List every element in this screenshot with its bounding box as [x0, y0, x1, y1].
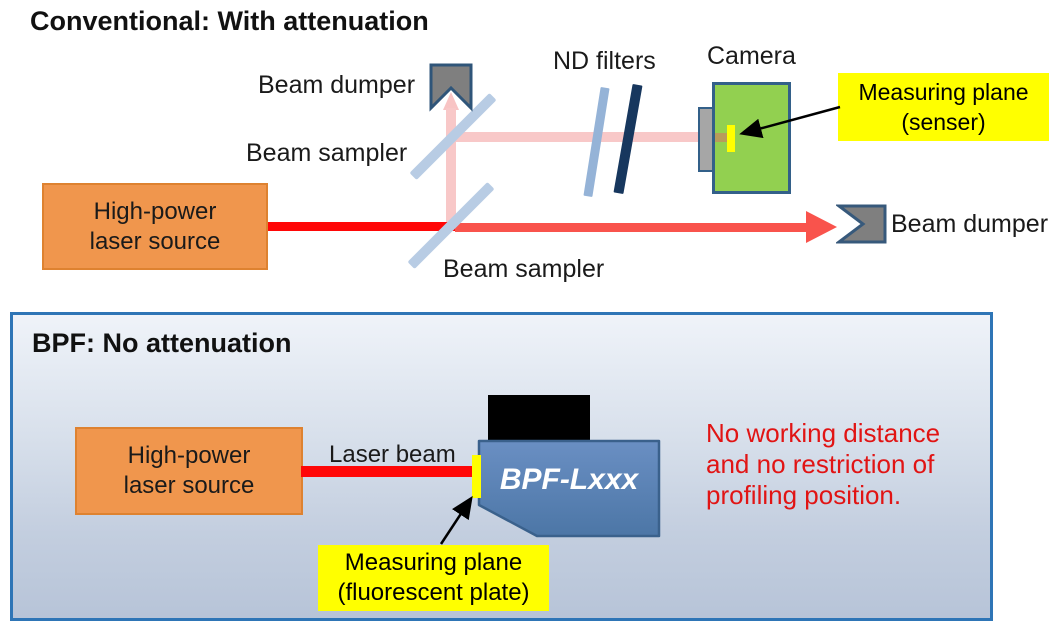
- beam-sampler-bottom-label: Beam sampler: [443, 255, 605, 283]
- bpf-title: BPF: No attenuation: [32, 328, 292, 358]
- beam-dumper-top-label: Beam dumper: [258, 71, 416, 99]
- laser-beam-arrowhead: [806, 211, 837, 243]
- laser-source-label: High-power laser source: [89, 197, 221, 255]
- sampled-beam-up-tip: [443, 92, 459, 110]
- beam-sampler-top-label: Beam sampler: [246, 139, 408, 167]
- bpf-device-label: BPF-Lxxx: [499, 463, 639, 496]
- bpf-laser-beam: [301, 466, 473, 477]
- fluorescent-plate: [472, 455, 481, 498]
- sampled-beam-horizontal: [451, 132, 713, 142]
- sensor-annotation-arrow: [739, 105, 841, 139]
- nd-filter-light-icon: [583, 86, 610, 198]
- nd-filters-label: ND filters: [553, 47, 656, 75]
- conventional-title: Conventional: With attenuation: [30, 6, 429, 36]
- bpf-device-top: [488, 395, 590, 443]
- sensor-bar: [727, 125, 735, 152]
- beam-inside-camera: [715, 133, 728, 142]
- bpf-note: No working distance and no restriction o…: [706, 418, 941, 510]
- camera-label: Camera: [707, 42, 796, 70]
- sampled-beam-vertical: [446, 108, 456, 227]
- laser-source-box: High-power laser source: [42, 183, 268, 270]
- beam-dumper-top-icon: [429, 63, 473, 112]
- laser-beam-transmitted: [455, 223, 807, 232]
- beam-dumper-right-label: Beam dumper: [891, 210, 1049, 238]
- plate-annotation-arrow: [439, 495, 473, 545]
- laser-beam-main: [266, 222, 458, 231]
- bpf-laser-source-box: High-power laser source: [75, 427, 303, 515]
- measuring-plane-callout: Measuring plane (senser): [838, 73, 1049, 141]
- bpf-laser-source-label: High-power laser source: [123, 442, 255, 499]
- laser-beam-label: Laser beam: [329, 441, 456, 468]
- bpf-panel: BPF: No attenuation High-power laser sou…: [10, 312, 993, 621]
- fluorescent-plate-callout: Measuring plane (fluorescent plate): [318, 545, 549, 611]
- beam-dumper-right-icon: [836, 204, 887, 244]
